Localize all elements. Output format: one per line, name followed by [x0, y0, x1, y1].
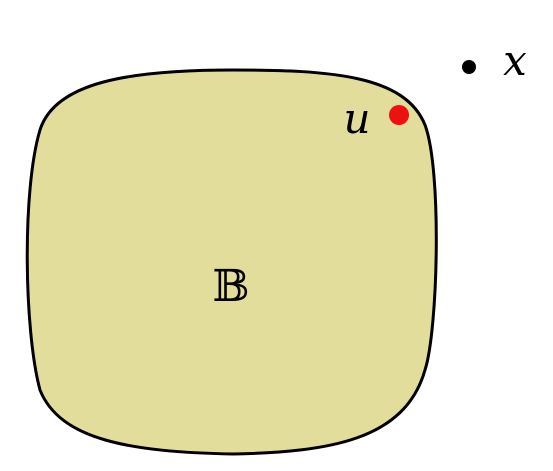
external-point-label: x	[503, 36, 527, 85]
set-b-region	[25, 68, 438, 456]
set-b-label: 𝔹	[212, 261, 249, 312]
boundary-point-u	[389, 105, 409, 125]
external-point-x	[462, 60, 476, 74]
boundary-point-label: u	[343, 94, 370, 143]
